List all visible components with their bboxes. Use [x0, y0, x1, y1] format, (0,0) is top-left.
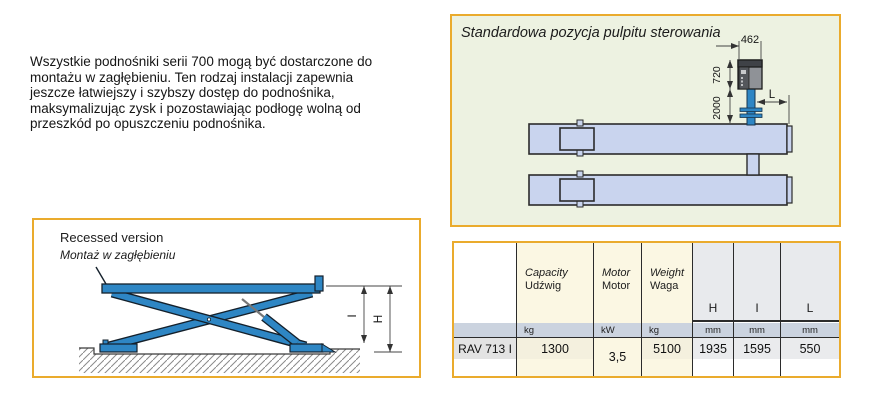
- capacity-value: 1300: [517, 338, 594, 359]
- dimension-lines: [326, 285, 402, 353]
- dimension-lines: [716, 41, 790, 124]
- spec-table: Capacity Udźwig Motor Motor Weight Waga …: [452, 241, 841, 378]
- base-pads: [99, 339, 337, 353]
- unit-model-empty: [454, 323, 517, 338]
- intro-line: jeszcze łatwiejszy i szybszy dostęp do p…: [30, 85, 335, 101]
- hydraulic-cylinder: [241, 298, 300, 347]
- filler-cell: [693, 359, 734, 376]
- i-value: 1595: [734, 338, 781, 359]
- recessed-box: Recessed version Montaż w zagłębieniu: [32, 218, 421, 378]
- unit-motor: kW: [594, 323, 642, 338]
- panel-position-title: Standardowa pozycja pulpitu sterowania: [461, 25, 721, 41]
- recessed-title-pl: Montaż w zagłębieniu: [60, 248, 176, 262]
- filler-cell: [781, 359, 839, 376]
- dim-l-label: L: [769, 89, 776, 101]
- platform-top-view: [528, 119, 793, 208]
- h-value: 1935: [693, 338, 734, 359]
- control-panel: [737, 59, 763, 90]
- motor-value: 3,5: [594, 338, 642, 376]
- unit-l: mm: [781, 323, 839, 338]
- filler-cell: [642, 359, 693, 376]
- panel-position-diagram: 462 720 2000 L: [528, 34, 793, 208]
- lift-platform: [95, 266, 324, 294]
- header-weight: Weight Waga: [642, 243, 693, 323]
- filler-cell: [734, 359, 781, 376]
- unit-capacity: kg: [517, 323, 594, 338]
- panel-position-box: Standardowa pozycja pulpitu sterowania: [450, 14, 841, 227]
- model-cell: RAV 713 I: [454, 338, 517, 359]
- header-l: L: [781, 243, 839, 323]
- dim-2000-label: 2000: [711, 96, 723, 120]
- dim-462-label: 462: [741, 34, 759, 46]
- unit-weight: kg: [642, 323, 693, 338]
- header-i: I: [734, 243, 781, 323]
- recessed-title-en: Recessed version: [60, 230, 164, 245]
- unit-i: mm: [734, 323, 781, 338]
- intro-line: przeszkód po opuszczeniu podnośnika.: [30, 116, 266, 132]
- intro-line: montażu w zagłębieniu. Ten rodzaj instal…: [30, 69, 354, 85]
- dim-h-label: H: [371, 315, 385, 324]
- scissor-arms: [107, 288, 314, 351]
- unit-h: mm: [693, 323, 734, 338]
- intro-paragraph: Wszystkie podnośniki serii 700 mogą być …: [30, 54, 460, 132]
- filler-cell: [454, 359, 517, 376]
- filler-cell: [517, 359, 594, 376]
- header-capacity: Capacity Udźwig: [517, 243, 594, 323]
- intro-line: maksymalizując zysk i pozostawiając podł…: [30, 100, 361, 116]
- weight-value: 5100: [642, 338, 693, 359]
- control-post: [739, 88, 763, 126]
- dim-i-label: I: [345, 314, 359, 317]
- l-value: 550: [781, 338, 839, 359]
- intro-line: Wszystkie podnośniki serii 700 mogą być …: [30, 54, 373, 69]
- header-motor: Motor Motor: [594, 243, 642, 323]
- header-h: H: [693, 243, 734, 323]
- scissor-lift-drawing: I H: [79, 266, 402, 373]
- dim-720-label: 720: [711, 66, 723, 84]
- ground-hatch: [79, 347, 360, 373]
- header-model-empty: [454, 243, 517, 323]
